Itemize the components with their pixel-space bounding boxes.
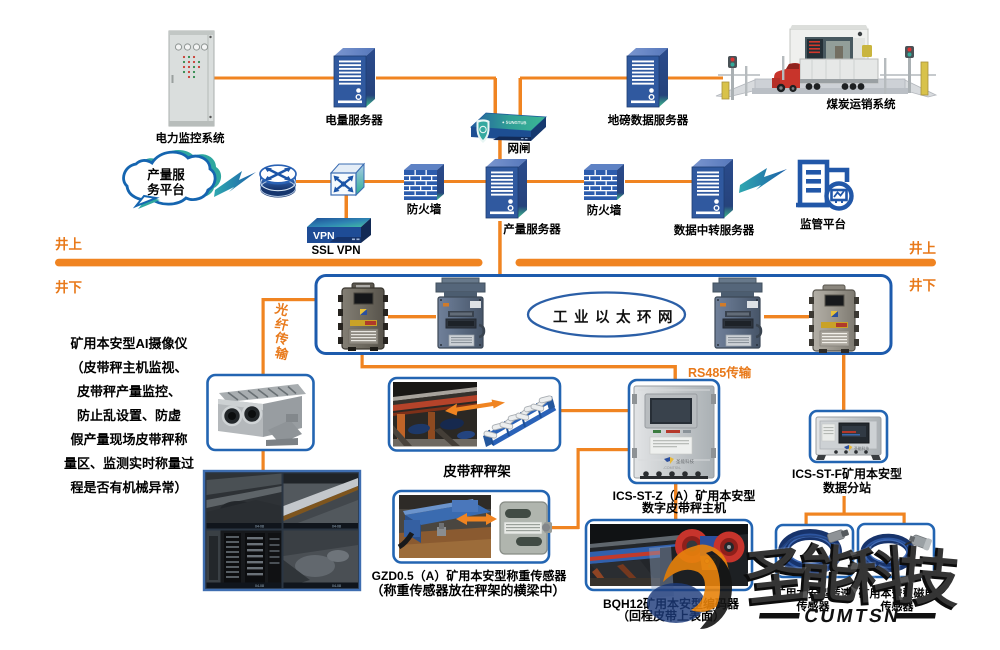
svg-text:-COMTSN-: -COMTSN- [663, 466, 682, 470]
svg-text:圣能科技: 圣能科技 [854, 446, 869, 451]
svg-text:04-08: 04-08 [255, 525, 264, 529]
svg-text:科: 科 [847, 540, 912, 611]
svg-text:VPN: VPN [313, 230, 335, 242]
svg-text:能: 能 [795, 540, 860, 611]
svg-text:技: 技 [893, 543, 961, 617]
svg-text:圣能科技: 圣能科技 [676, 458, 694, 465]
svg-text:圣: 圣 [743, 539, 811, 613]
svg-text:● SUNGTUB: ● SUNGTUB [502, 120, 527, 126]
svg-text:04-08: 04-08 [332, 584, 341, 588]
svg-text:04-08: 04-08 [255, 584, 264, 588]
svg-text:圣: 圣 [741, 541, 809, 615]
svg-text:CUMTSN: CUMTSN [802, 606, 902, 627]
svg-text:04-08: 04-08 [332, 525, 341, 529]
svg-text:能: 能 [797, 538, 862, 609]
svg-text:技: 技 [895, 542, 963, 616]
svg-text:科: 科 [846, 542, 911, 613]
